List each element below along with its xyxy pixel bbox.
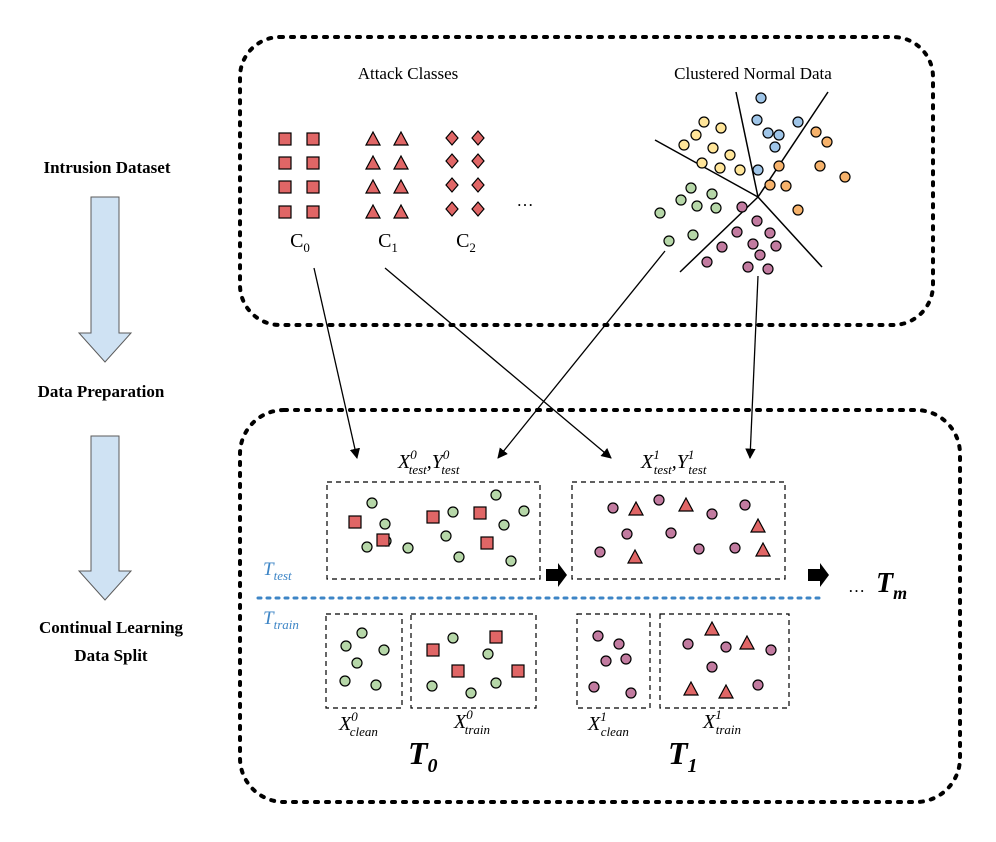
task-arrow-1	[546, 563, 567, 587]
task1-train-purple	[682, 638, 777, 691]
label-c1: C1	[378, 230, 398, 255]
stage-data-split: Data Split	[74, 646, 148, 665]
cluster-yellow	[678, 116, 746, 176]
attack-classes-title: Attack Classes	[358, 64, 459, 83]
label-c0: C0	[290, 230, 310, 255]
top-panel	[238, 35, 935, 327]
task1-train-red	[682, 620, 756, 699]
task1-test-red	[626, 496, 772, 564]
stage-intrusion-dataset: Intrusion Dataset	[43, 158, 170, 177]
task0-test-green	[361, 489, 530, 567]
flow-arrow-2	[77, 435, 133, 601]
cluster-green	[654, 182, 722, 247]
task0-test-red	[348, 506, 494, 550]
class-c0-squares	[278, 132, 320, 219]
task-m-symbol: Tm	[876, 568, 907, 603]
task0-train-box	[410, 613, 537, 709]
task0-clean-green	[339, 627, 390, 691]
task-m-label: …	[848, 577, 865, 596]
flow-arrow-1	[77, 196, 133, 363]
task0-test-box	[326, 481, 541, 580]
label-c2: C2	[456, 230, 476, 255]
cluster-purple	[701, 201, 782, 275]
stage-continual-learning: Continual Learning	[39, 618, 184, 637]
cluster-blue	[751, 92, 804, 176]
cluster-orange	[764, 126, 851, 216]
more-classes-ellipsis: …	[517, 191, 534, 210]
class-c1-triangles	[364, 130, 410, 219]
task-1-symbol: T1	[668, 735, 698, 777]
clustered-normal-title: Clustered Normal Data	[674, 64, 832, 83]
class-c2-diamonds	[445, 130, 485, 217]
t-test-label: Ttest	[263, 559, 292, 583]
connector-arrows	[313, 250, 759, 460]
task1-clean-purple	[588, 630, 637, 699]
task1-test-box	[571, 481, 786, 580]
stage-data-preparation: Data Preparation	[38, 382, 165, 401]
task-arrow-2	[808, 563, 829, 587]
task1-clean-box	[576, 613, 651, 709]
task0-clean-box	[325, 613, 403, 709]
task1-test-purple	[594, 494, 751, 558]
task0-train-red	[426, 630, 525, 678]
task-0-symbol: T0	[408, 735, 438, 777]
task0-train-green	[426, 632, 502, 699]
task1-train-box	[659, 613, 790, 709]
bottom-panel	[238, 408, 962, 804]
t-train-label: Ttrain	[263, 608, 299, 632]
